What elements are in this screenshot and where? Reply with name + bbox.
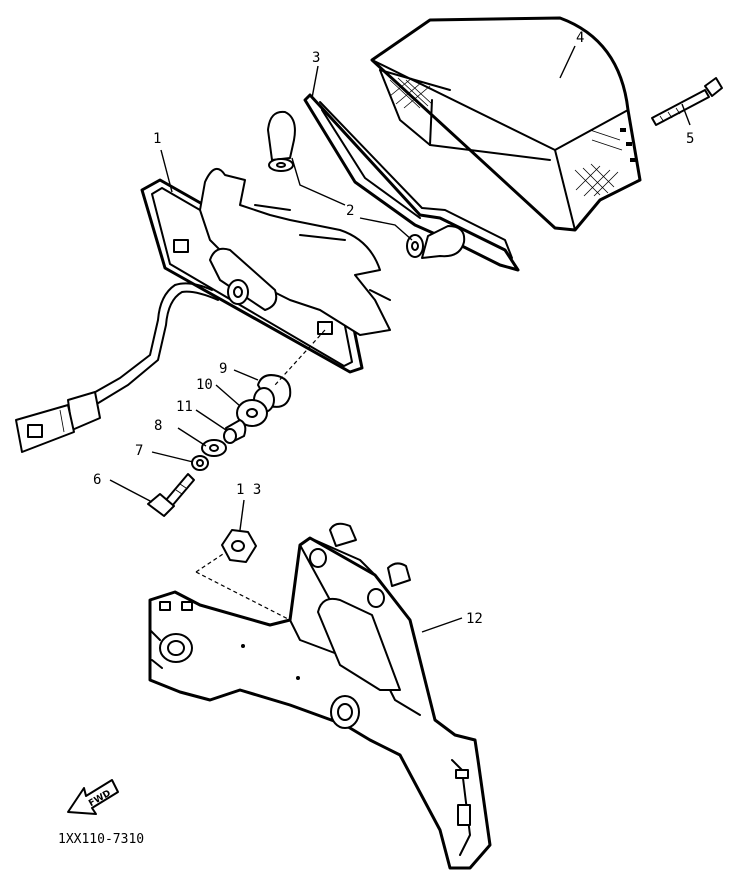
long-screw xyxy=(651,77,723,126)
callout-1: 1 xyxy=(153,131,161,147)
lens-hatch-right xyxy=(574,129,623,197)
spacer-washer xyxy=(236,399,268,427)
taillight-lens xyxy=(370,16,642,232)
callout-11: 11 xyxy=(176,399,193,415)
callout-8: 8 xyxy=(154,418,162,434)
callout-6: 6 xyxy=(93,472,101,488)
callout-2: 2 xyxy=(346,203,354,219)
nut xyxy=(221,529,257,563)
callout-12: 12 xyxy=(466,611,483,627)
bolt xyxy=(147,473,195,517)
callout-9: 9 xyxy=(219,361,227,377)
callout-3: 3 xyxy=(312,50,320,66)
bulb-lower xyxy=(406,225,466,259)
callout-4: 4 xyxy=(576,30,584,46)
wiring-harness xyxy=(15,282,219,453)
callout-labels: 1 2 3 4 5 6 7 8 9 10 11 12 1 3 xyxy=(93,30,694,627)
flat-washer xyxy=(201,439,227,457)
diagram-code: 1XX110-7310 xyxy=(58,832,144,847)
collar xyxy=(223,419,247,444)
assembly-guide-lines xyxy=(195,329,326,621)
leader-lines xyxy=(109,45,691,633)
lock-washer xyxy=(191,455,209,471)
bulb-upper xyxy=(267,110,296,172)
callout-13: 1 3 xyxy=(236,482,261,498)
license-plate-bracket xyxy=(140,167,391,374)
callout-10: 10 xyxy=(196,377,213,393)
rear-fender-stay xyxy=(148,522,492,870)
callout-7: 7 xyxy=(135,443,143,459)
lens-gasket xyxy=(303,93,520,272)
forward-direction-arrow: FWD xyxy=(67,779,119,815)
callout-5: 5 xyxy=(686,131,694,147)
lens-hatch-left xyxy=(389,77,433,109)
